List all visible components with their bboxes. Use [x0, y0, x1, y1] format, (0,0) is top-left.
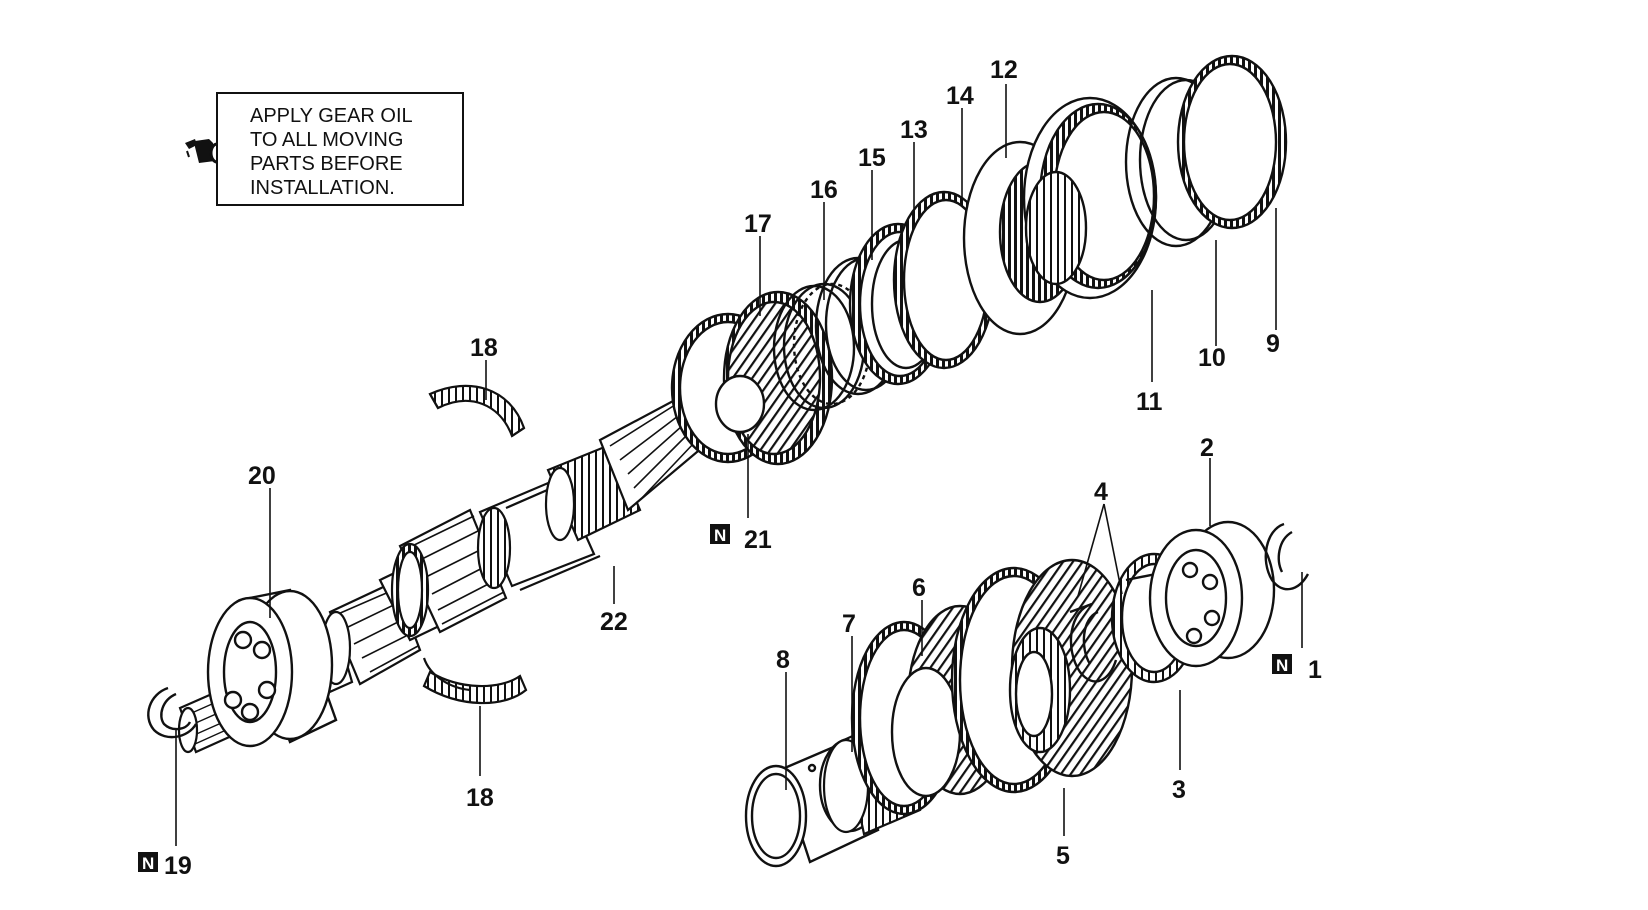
callout-1: 1	[1308, 656, 1322, 684]
callout-8: 8	[776, 646, 790, 674]
leader-lines	[175, 84, 1303, 846]
note-line-1: APPLY GEAR OIL	[250, 105, 413, 127]
callout-11: 11	[1136, 388, 1163, 416]
callout-22: 22	[600, 608, 628, 636]
callout-2: 2	[1200, 434, 1214, 462]
thrust-washer-4	[1069, 602, 1118, 683]
snap-ring-19	[147, 686, 198, 739]
callout-4: 4	[1094, 478, 1108, 506]
callout-18-lower: 18	[466, 784, 494, 812]
note-line-4: INSTALLATION.	[250, 177, 395, 199]
callout-17: 17	[744, 210, 772, 238]
new-part-badge-21: N	[710, 524, 730, 545]
callout-13: 13	[900, 116, 928, 144]
svg-text:N: N	[714, 526, 726, 545]
snap-ring-1	[1264, 522, 1310, 591]
callout-7: 7	[842, 610, 856, 638]
callout-10: 10	[1198, 344, 1226, 372]
callout-18-upper: 18	[470, 334, 498, 362]
gear-oil-note: APPLY GEAR OIL TO ALL MOVING PARTS BEFOR…	[216, 92, 464, 206]
callout-15: 15	[858, 144, 886, 172]
new-part-badge-1: N	[1272, 654, 1292, 675]
needle-bearing-18-lower	[422, 657, 528, 705]
synchronizer-hub-11	[962, 96, 1158, 336]
callout-21: 21	[744, 526, 772, 554]
callout-19: 19	[164, 852, 192, 880]
baulk-ring-9	[1176, 54, 1288, 230]
callout-12: 12	[990, 56, 1018, 84]
callout-6: 6	[912, 574, 926, 602]
callout-14: 14	[946, 82, 974, 110]
needle-bearing-18-upper	[428, 384, 526, 438]
callout-5: 5	[1056, 842, 1070, 870]
svg-text:N: N	[1276, 656, 1288, 675]
note-line-2: TO ALL MOVING	[250, 129, 404, 151]
callout-20: 20	[248, 462, 276, 490]
ball-bearing-2	[1148, 520, 1276, 668]
part-number-labels: 1 2 3 4 5 6 7 8 9 10 11 12 13 14 15 16 1…	[164, 56, 1322, 880]
callout-16: 16	[810, 176, 838, 204]
gear-17	[670, 290, 834, 466]
note-line-3: PARTS BEFORE	[250, 153, 403, 175]
svg-text:N: N	[142, 854, 154, 873]
ball-bearing-20	[206, 588, 338, 748]
gear-oil-note-text: APPLY GEAR OIL TO ALL MOVING PARTS BEFOR…	[250, 104, 413, 200]
gear-5	[950, 558, 1134, 794]
new-part-badge-19: N	[138, 852, 158, 873]
callout-3: 3	[1172, 776, 1186, 804]
callout-9: 9	[1266, 330, 1280, 358]
